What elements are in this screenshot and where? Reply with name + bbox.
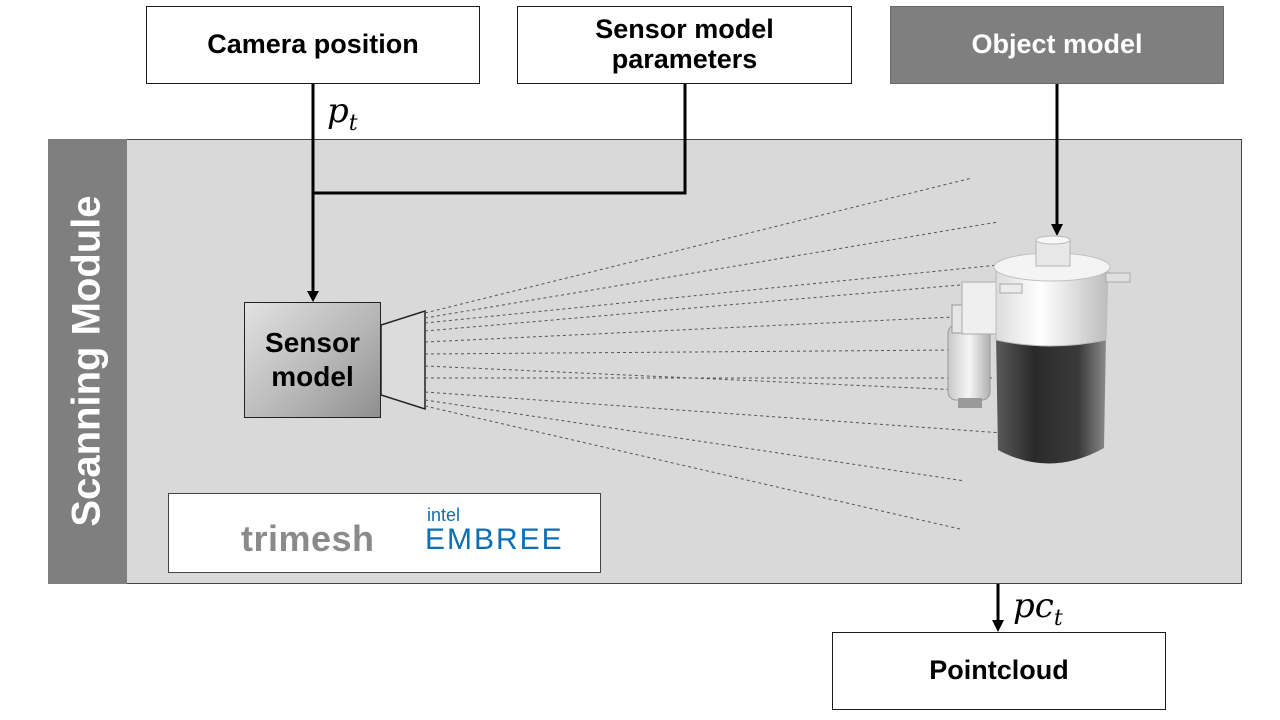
scan-ray	[424, 177, 973, 314]
pointcloud-box: Pointcloud	[832, 632, 1166, 710]
pt-subscript: t	[348, 111, 358, 136]
intel-embree-logo: intel EMBREE	[425, 506, 564, 556]
camera-to-sensor-arrowhead	[307, 291, 319, 302]
scan-ray	[424, 349, 956, 355]
camera-pose-symbol: pt	[327, 91, 358, 136]
scan-ray	[424, 405, 961, 530]
scan-ray	[424, 264, 999, 324]
sensor-params-label-line2: parameters	[611, 44, 758, 74]
scan-ray	[424, 399, 966, 482]
trimesh-wordmark: trimesh	[241, 518, 375, 559]
sensor-model-label-line1: Sensor	[265, 327, 360, 359]
sensor-params-connector	[313, 84, 687, 195]
camera-position-box: Camera position	[146, 6, 480, 84]
scan-rays	[424, 177, 1004, 530]
object-model-arrowhead	[1051, 224, 1063, 236]
module-to-pointcloud-arrowhead	[992, 620, 1004, 632]
sensor-params-label-line1: Sensor model	[595, 14, 774, 45]
camera-position-label: Camera position	[207, 29, 419, 60]
pt-base: p	[327, 91, 349, 131]
trimesh-logo: trimesh	[183, 518, 375, 560]
object-model-label: Object model	[971, 29, 1143, 60]
pointcloud-symbol: pct	[1013, 586, 1063, 631]
embree-wordmark: EMBREE	[425, 523, 564, 556]
object-model-box: Object model	[890, 6, 1224, 84]
pct-subscript: t	[1053, 606, 1063, 631]
scan-ray	[424, 284, 961, 332]
scan-ray	[424, 391, 1004, 434]
scan-ray	[424, 365, 961, 391]
object-3d-model	[947, 235, 1131, 464]
scan-ray	[424, 314, 997, 343]
sensor-model-parameters-box: Sensor model parameters	[517, 6, 852, 84]
pointcloud-label: Pointcloud	[929, 655, 1069, 686]
intel-wordmark: intel	[427, 505, 461, 525]
sensor-model-label-line2: model	[271, 361, 354, 392]
library-logos-panel: trimesh intel EMBREE	[168, 493, 601, 573]
pct-base: pc	[1013, 586, 1054, 626]
sensor-model-box: Sensor model	[244, 302, 381, 418]
sensor-lens	[380, 309, 426, 411]
scan-ray	[424, 221, 999, 319]
scanning-module-label-bar	[48, 139, 127, 584]
